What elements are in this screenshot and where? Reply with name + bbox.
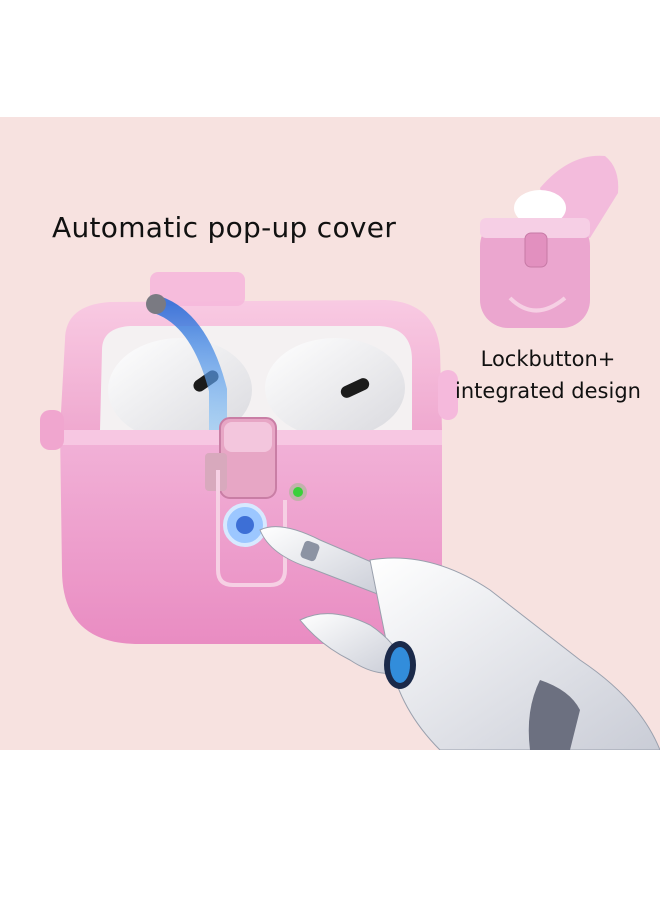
feature-caption: Lockbutton+ integrated design bbox=[448, 343, 648, 407]
headline: Automatic pop-up cover bbox=[52, 211, 397, 244]
right-earbud bbox=[265, 338, 405, 438]
airpods-case-illustration bbox=[40, 272, 458, 644]
robotic-hand-illustration bbox=[259, 526, 660, 750]
open-case-inset-illustration bbox=[480, 155, 619, 328]
status-led bbox=[293, 487, 303, 497]
feature-caption-line-2: integrated design bbox=[455, 379, 641, 403]
feature-caption-line-1: Lockbutton+ bbox=[480, 347, 616, 371]
